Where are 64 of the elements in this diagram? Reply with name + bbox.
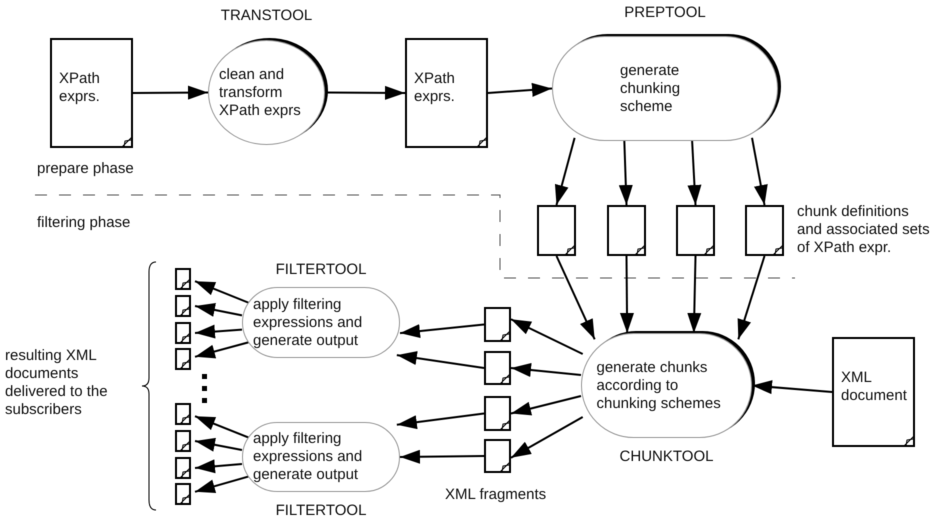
- note-text: chunk definitions and associated sets of XPath expr.: [797, 203, 931, 257]
- note-text: prepare phase: [37, 160, 134, 178]
- document-icon: [537, 205, 576, 256]
- document-icon: [175, 430, 191, 452]
- arrow: [325, 86, 405, 100]
- arrow: [194, 280, 249, 304]
- arrow: [400, 450, 484, 464]
- arrow: [396, 412, 484, 430]
- document-shape: [832, 337, 915, 447]
- arrow: [510, 395, 582, 416]
- arrow: [194, 303, 242, 317]
- document-icon: [175, 457, 191, 479]
- document-icon: [484, 351, 511, 385]
- arrow: [133, 86, 208, 100]
- arrow: [618, 140, 633, 206]
- arrow: [194, 476, 249, 494]
- arrow: [510, 318, 584, 355]
- arrow: [556, 256, 596, 340]
- document-icon: [175, 295, 191, 317]
- arrow: [554, 138, 576, 206]
- document-icon: [175, 268, 191, 290]
- document-icon: [175, 403, 191, 425]
- node-text: apply filtering expressions and generate output: [253, 430, 364, 484]
- tool-name: FILTERTOOL: [276, 261, 366, 278]
- arrow: [751, 138, 768, 206]
- arrow: [510, 416, 584, 459]
- document-icon: [484, 307, 511, 342]
- node-text: generate chunking scheme: [620, 62, 682, 116]
- arrow: [194, 438, 242, 452]
- document-icon: [175, 322, 191, 344]
- arrow: [510, 363, 582, 377]
- arrow: [194, 324, 242, 339]
- document-icon: [175, 348, 191, 370]
- arrow: [194, 459, 242, 474]
- arrow: [737, 256, 766, 340]
- tool-name: PREPTOOL: [624, 4, 706, 21]
- document-icon: [745, 205, 784, 256]
- note-text: XML fragments: [445, 486, 546, 504]
- node-text: XPath exprs.: [59, 70, 101, 106]
- arrow: [687, 140, 702, 206]
- document-icon: [484, 396, 511, 431]
- arrow: [400, 324, 484, 338]
- tool-name: CHUNKTOOL: [620, 448, 714, 465]
- node-text: generate chunks according to chunking schemes: [596, 358, 722, 412]
- tool-name: TRANSTOOL: [220, 7, 312, 24]
- document-icon: [607, 205, 646, 256]
- node-text: XML document: [841, 369, 908, 405]
- node-text: XPath exprs.: [414, 70, 456, 106]
- arrow: [687, 256, 702, 334]
- document-icon: [676, 205, 715, 256]
- document-shape: [405, 38, 488, 148]
- note-text: resulting XML documents delivered to the subscribers: [5, 347, 109, 419]
- arrow: [488, 82, 552, 97]
- node-text: apply filtering expressions and generate output: [253, 296, 364, 350]
- document-icon: [175, 483, 191, 505]
- note-text: filtering phase: [37, 214, 130, 232]
- arrow: [620, 256, 634, 334]
- tool-name: FILTERTOOL: [276, 502, 366, 519]
- arrow: [194, 415, 249, 438]
- arrow: [396, 351, 484, 369]
- document-shape: [50, 38, 133, 148]
- node-text: clean and transform XPath exprs: [219, 66, 302, 120]
- arrow: [194, 341, 249, 358]
- document-icon: [484, 439, 511, 473]
